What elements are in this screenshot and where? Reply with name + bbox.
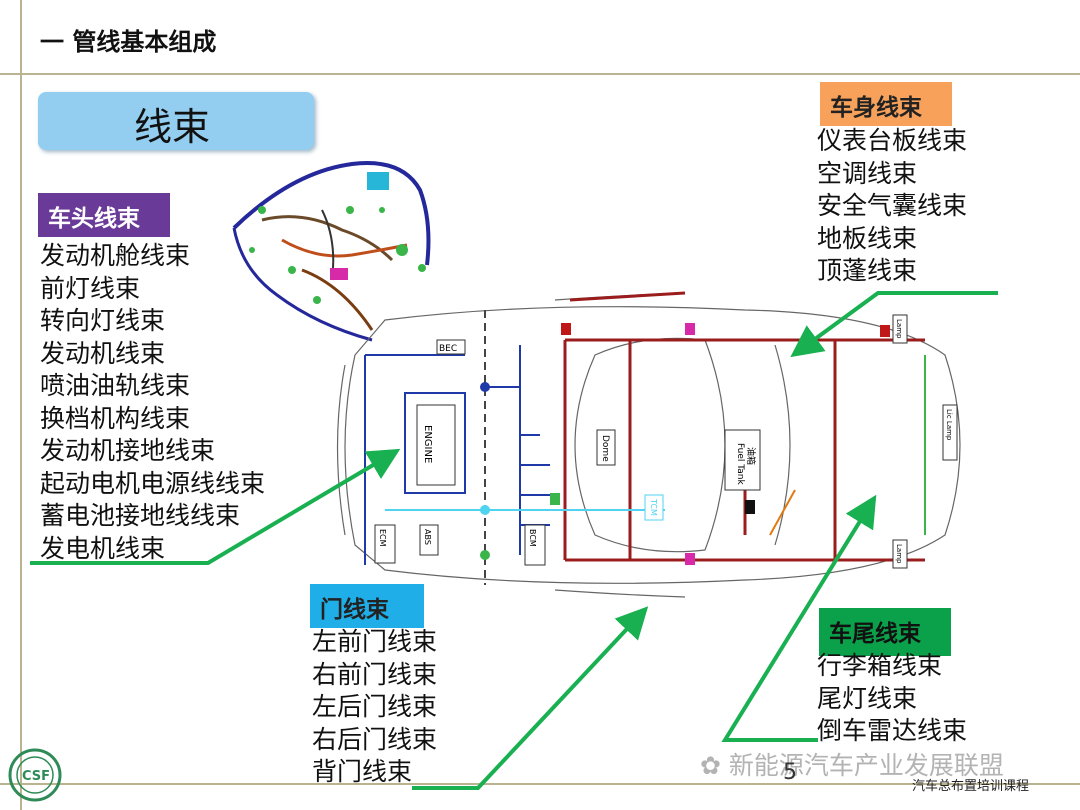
watermark: ✿ 新能源汽车产业发展联盟: [700, 746, 1004, 782]
rear-harness-list: 行李箱线束 尾灯线束 倒车雷达线束: [817, 650, 967, 748]
abs-label: ABS: [423, 529, 432, 545]
list-item: 仪表台板线束: [817, 126, 968, 155]
harness-photo: [232, 161, 431, 342]
bcm-label: BCM: [528, 529, 537, 547]
vehicle-harness-diagram: Fuel Tank 油箱 Dome ENGINE BEC TCM ECM ABS…: [336, 291, 961, 598]
list-item: 顶蓬线束: [817, 256, 918, 285]
wire-harness-title-box: 线束: [38, 92, 314, 150]
ecm-label: ECM: [378, 529, 387, 547]
engine-label: ENGINE: [422, 425, 433, 463]
list-item: 倒车雷达线束: [817, 716, 968, 745]
body-harness-tag: 车身线束: [820, 82, 952, 126]
page-number: 5: [783, 760, 797, 785]
fuel-tank-cn-label: 油箱: [745, 447, 757, 465]
list-item: 蓄电池接地线线束: [40, 501, 241, 530]
list-item: 背门线束: [312, 757, 413, 786]
header-divider: [0, 73, 1080, 75]
list-item: 空调线束: [817, 158, 918, 188]
footer-divider: [0, 783, 1080, 785]
lamp-label-bottom: Lamp: [895, 544, 903, 564]
fuel-tank-label: Fuel Tank: [735, 443, 745, 486]
list-item: 右前门线束: [312, 659, 438, 689]
list-item: 换档机构线束: [40, 403, 191, 433]
list-item: 安全气囊线束: [817, 191, 968, 220]
front-harness-arrow: [30, 448, 401, 565]
list-item: 前灯线束: [40, 273, 141, 303]
list-item: 左前门线束: [312, 627, 438, 656]
bec-label: BEC: [439, 344, 457, 354]
list-item: 发动机舱线束: [40, 241, 191, 270]
list-item: 发电机线束: [40, 533, 166, 563]
dome-label: Dome: [600, 435, 610, 462]
svg-text:CSF: CSF: [22, 769, 50, 784]
lic-lamp-label: Lic Lamp: [945, 409, 953, 441]
left-border-line: [20, 0, 22, 810]
rear-harness-tag: 车尾线束: [819, 608, 951, 656]
slide-title: 一 管线基本组成: [40, 28, 217, 56]
body-harness-arrow: [790, 291, 998, 358]
list-item: 尾灯线束: [817, 683, 918, 713]
list-item: 右后门线束: [312, 724, 438, 754]
wechat-icon: ✿: [700, 751, 729, 780]
list-item: 左后门线束: [312, 692, 438, 721]
csf-logo: CSF: [8, 748, 62, 802]
tcm-label: TCM: [649, 498, 658, 516]
wire-harness-title: 线束: [134, 105, 211, 149]
list-item: 发动机线束: [40, 338, 166, 368]
harness-module-box: [367, 172, 389, 190]
list-item: 起动电机电源线线束: [40, 468, 266, 498]
footer-course-title: 汽车总布置培训课程: [912, 779, 1030, 794]
front-harness-tag: 车头线束: [38, 193, 170, 237]
list-item: 行李箱线束: [817, 651, 943, 680]
door-harness-list: 左前门线束 右前门线束 左后门线束 右后门线束 背门线束: [312, 626, 437, 789]
door-harness-arrow: [412, 606, 649, 790]
rear-harness-arrow: [721, 494, 877, 742]
lamp-label-top: Lamp: [895, 319, 903, 339]
front-harness-list: 发动机舱线束 前灯线束 转向灯线束 发动机线束 喷油油轨线束 换档机构线束 发动…: [40, 240, 265, 565]
body-harness-list: 仪表台板线束 空调线束 安全气囊线束 地板线束 顶蓬线束: [817, 125, 967, 288]
watermark-text: 新能源汽车产业发展联盟: [728, 751, 1004, 780]
list-item: 转向灯线束: [40, 306, 166, 335]
list-item: 发动机接地线束: [40, 436, 216, 465]
door-harness-tag: 门线束: [310, 584, 424, 628]
list-item: 地板线束: [817, 223, 918, 253]
list-item: 喷油油轨线束: [40, 371, 191, 400]
